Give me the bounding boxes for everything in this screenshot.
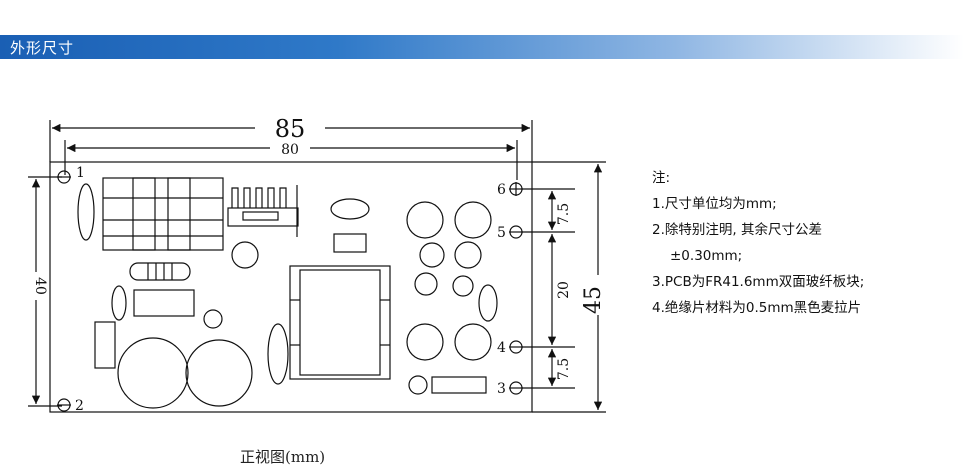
note-line-2: 2.除特别注明, 其余尺寸公差 <box>652 222 822 238</box>
notes-panel: 注: 1.尺寸单位均为mm; 2.除特别注明, 其余尺寸公差 ±0.30mm; … <box>652 165 864 321</box>
rect-component-mid <box>133 289 195 317</box>
note-line-4: 3.PCB为FR41.6mm双面玻纤板块; <box>652 274 865 290</box>
pin-6 <box>509 182 523 196</box>
cap-right-1 <box>406 201 444 239</box>
rect-component-bottom-right <box>431 376 487 394</box>
rect-component-vertical <box>94 321 116 369</box>
electrolytic-cap-1 <box>117 337 189 409</box>
capacitor-oval-left <box>77 183 95 241</box>
label-80: 80 <box>281 142 299 158</box>
notes-title: 注: <box>652 170 671 186</box>
pin-label-6: 6 <box>497 182 506 198</box>
inductor-coil <box>129 262 191 281</box>
mounting-hole-1 <box>57 170 71 184</box>
mounting-hole-2 <box>57 398 71 412</box>
main-transformer <box>289 265 391 380</box>
note-line-1: 1.尺寸单位均为mm; <box>652 196 777 212</box>
cap-right-6 <box>452 275 474 297</box>
pin-5 <box>509 225 523 239</box>
oval-component-top <box>330 198 370 220</box>
cap-right-3 <box>419 242 445 268</box>
heatsink <box>227 185 299 237</box>
oval-component-left <box>111 285 127 321</box>
section-title: 外形尺寸 <box>10 39 75 57</box>
oval-component-right <box>478 284 498 322</box>
cap-right-9 <box>408 375 428 395</box>
oval-component-mid <box>267 323 289 385</box>
drawing-caption: 正视图(mm) <box>240 448 326 466</box>
round-component-small <box>203 309 223 329</box>
label-7-5-bottom: 7.5 <box>556 358 572 380</box>
pin-label-3: 3 <box>497 381 506 397</box>
label-40: 40 <box>32 277 48 295</box>
label-45: 45 <box>581 286 606 314</box>
transformer-coil <box>102 177 224 251</box>
board-outline <box>49 161 533 413</box>
pin-label-4: 4 <box>497 340 506 356</box>
cap-right-7 <box>406 323 444 361</box>
cap-right-2 <box>454 201 492 239</box>
label-7-5-top: 7.5 <box>556 203 572 225</box>
electrolytic-cap-2 <box>185 339 253 407</box>
cap-right-4 <box>454 241 482 269</box>
cap-right-8 <box>454 323 492 361</box>
rect-component-small <box>333 233 367 253</box>
pin-label-1: 1 <box>76 165 85 181</box>
pin-label-5: 5 <box>497 225 506 241</box>
pin-4 <box>509 340 523 354</box>
cap-right-5 <box>414 272 438 296</box>
note-line-5: 4.绝缘片材料为0.5mm黑色麦拉片 <box>652 300 862 316</box>
label-85: 85 <box>275 115 306 143</box>
round-component <box>231 241 259 269</box>
pin-label-2: 2 <box>75 398 84 414</box>
note-line-3: ±0.30mm; <box>670 248 743 264</box>
pin-3 <box>509 381 523 395</box>
section-header-bar: 外形尺寸 <box>0 35 964 59</box>
label-20: 20 <box>556 281 572 299</box>
